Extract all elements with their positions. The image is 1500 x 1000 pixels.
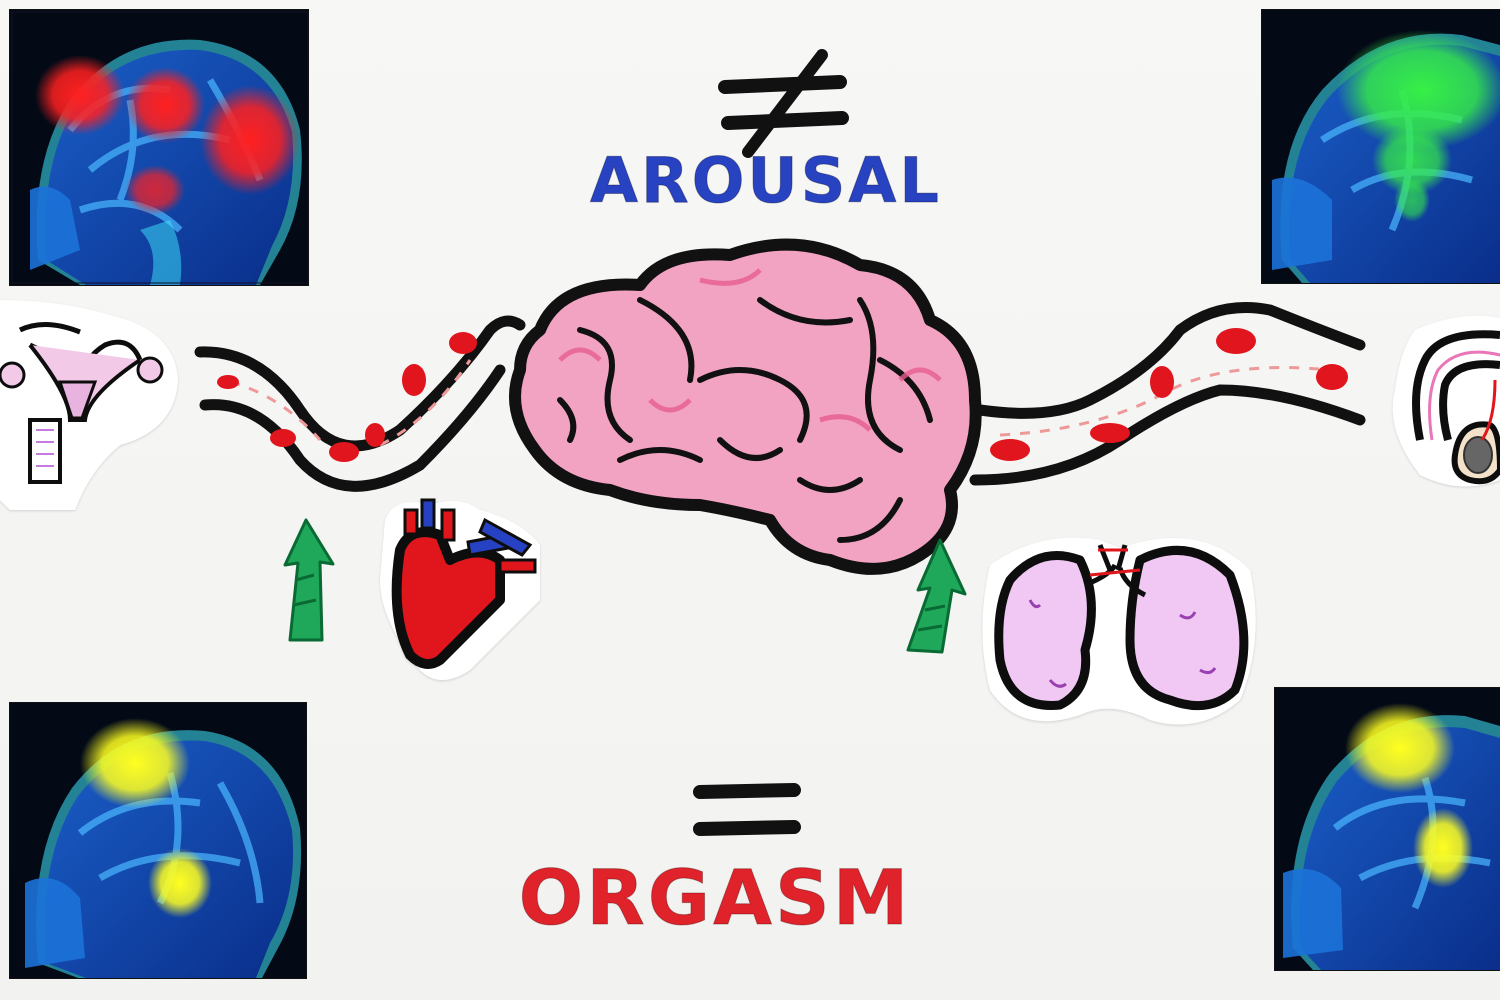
heart-icon	[380, 498, 540, 680]
mri-scan-icon	[10, 10, 308, 285]
mri-scan-icon	[10, 703, 306, 978]
mri-scan-top-right	[1262, 10, 1500, 283]
not-equal-symbol-text: ≠	[740, 40, 840, 160]
mri-scan-bottom-right	[1275, 688, 1500, 970]
mri-scan-icon	[1262, 10, 1500, 283]
penis-icon	[1392, 315, 1500, 487]
lungs-icon	[982, 537, 1256, 725]
uterus-icon	[0, 300, 178, 510]
blood-vessel-left	[194, 315, 526, 492]
equal-icon	[693, 783, 801, 836]
brain-icon	[509, 238, 982, 575]
equal-symbol-text: =	[700, 780, 800, 840]
orgasm-label: ORGASM	[518, 853, 912, 942]
up-arrow-icon	[283, 518, 335, 642]
up-arrow-icon	[906, 538, 967, 654]
arousal-label: AROUSAL	[590, 144, 942, 217]
blood-cell-icon	[990, 328, 1348, 461]
mri-scan-icon	[1275, 688, 1500, 970]
blood-vessel-right	[969, 302, 1366, 486]
mri-scan-top-left	[10, 10, 308, 285]
mri-scan-bottom-left	[10, 703, 306, 978]
blood-cell-icon	[217, 332, 477, 462]
not-equal-icon	[718, 49, 849, 158]
